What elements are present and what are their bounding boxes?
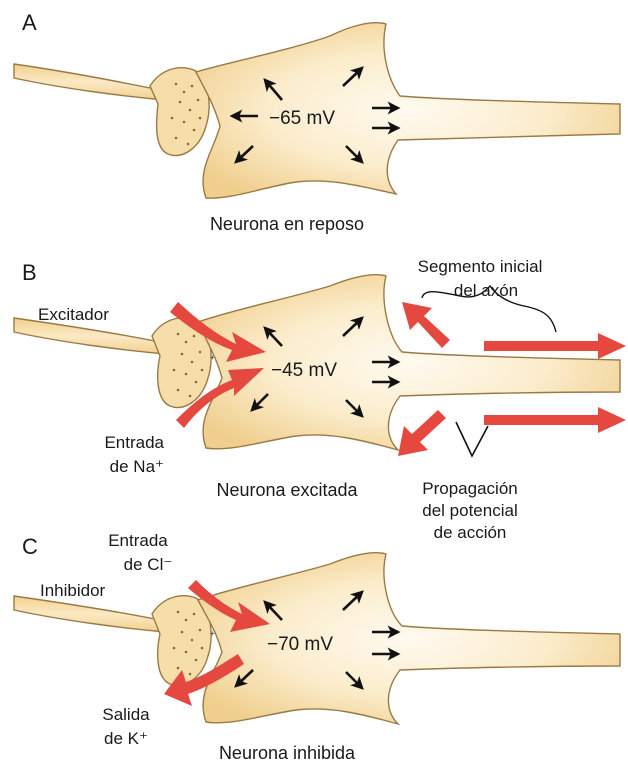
panel-c-presynaptic-axon — [14, 596, 166, 632]
panel-b-propagation-pointer — [456, 422, 488, 456]
panel-c-efflux-label-line1: Salida — [102, 705, 150, 724]
panel-b-influx-label-line2: de Na⁺ — [110, 457, 164, 476]
panel-c-efflux-label-line2: de K⁺ — [104, 729, 148, 748]
panel-b-excitador-label: Excitador — [38, 305, 109, 324]
panel-b-influx-label-line1: Entrada — [104, 433, 164, 452]
panel-c: C + + −70 mV Inhibidor Entrada de Cl⁻ — [14, 531, 620, 763]
panel-b-red-arrow-backprop-down — [398, 410, 446, 456]
panel-a-voltage: −65 mV — [269, 108, 335, 129]
panel-c-neuron-body — [198, 553, 620, 724]
panel-a-caption: Neurona en reposo — [210, 214, 364, 234]
panel-a-presynaptic-axon — [14, 64, 165, 100]
panel-b-propagation-label-line2: del potencial — [422, 501, 517, 520]
panel-b: B + + — [14, 257, 626, 542]
panel-c-influx-label-line1: Entrada — [108, 531, 168, 550]
panel-b-segment-label-line1: Segmento inicial — [418, 257, 543, 276]
panel-a: A −65 mV Neurona en reposo — [14, 10, 620, 234]
panel-b-red-arrow-axon-upper — [484, 333, 626, 359]
panel-c-inhibidor-label: Inhibidor — [40, 581, 106, 600]
panel-b-caption: Neurona excitada — [216, 480, 358, 500]
panel-c-letter: C — [22, 534, 38, 559]
panel-b-propagation-label-line1: Propagación — [422, 479, 517, 498]
panel-b-red-arrow-axon-lower — [484, 407, 626, 433]
panel-c-voltage: −70 mV — [267, 634, 333, 655]
panel-b-propagation-label-line3: de acción — [434, 523, 507, 542]
panel-b-voltage: −45 mV — [271, 360, 337, 381]
panel-c-influx-label-line2: de Cl⁻ — [124, 555, 173, 574]
panel-c-caption: Neurona inhibida — [219, 743, 356, 763]
panel-a-letter: A — [22, 10, 37, 35]
panel-a-neuron-body — [196, 23, 620, 198]
panel-b-segment-label-line2: del axón — [454, 281, 518, 300]
panel-b-letter: B — [22, 260, 37, 285]
panel-b-red-arrow-backprop-up — [402, 302, 450, 348]
